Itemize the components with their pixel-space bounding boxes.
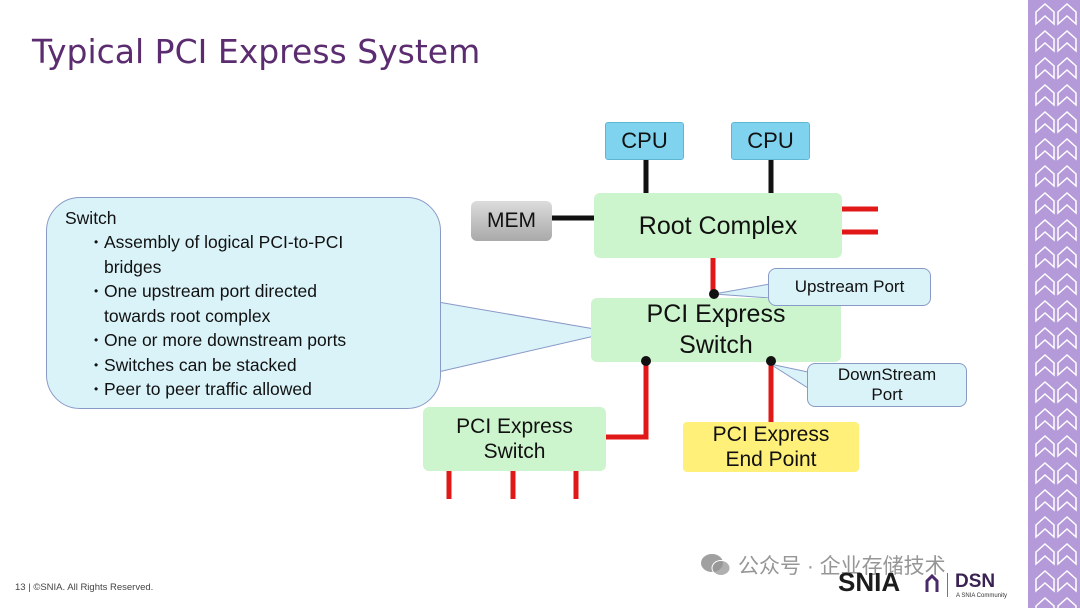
switch-lower-switch-link — [606, 362, 649, 440]
root-complex-box: Root Complex — [594, 193, 842, 258]
chevron-shape — [1057, 434, 1077, 458]
chevron-shape — [1035, 353, 1055, 377]
chevron-shape — [1035, 137, 1055, 161]
chevron-shape — [1035, 515, 1055, 539]
chevron-shape — [1057, 353, 1077, 377]
upstream-port-dot — [709, 289, 719, 299]
cpu-label-1: CPU — [621, 127, 668, 153]
chevron-shape — [1035, 542, 1055, 566]
switch-description-heading: Switch — [65, 208, 117, 228]
chevron-shape — [1057, 110, 1077, 134]
chevron-shape — [1057, 218, 1077, 242]
chevron-shape — [1035, 488, 1055, 512]
chevron-shape — [1057, 56, 1077, 80]
slide-title: Typical PCI Express System — [32, 32, 481, 71]
list-item: One upstream port directed towards root … — [94, 279, 364, 328]
list-item: Peer to peer traffic allowed — [94, 377, 422, 402]
chevron-shape — [1057, 29, 1077, 53]
chevron-shape — [1057, 272, 1077, 296]
switch-description-list: Assembly of logical PCI-to-PCI bridges O… — [65, 230, 422, 402]
chevron-shape — [1057, 407, 1077, 431]
downstream-port-dot — [641, 356, 651, 366]
pcie-switch-label-line1: PCI Express — [646, 299, 786, 328]
chevron-shape — [1057, 461, 1077, 485]
upstream-port-callout: Upstream Port — [768, 268, 931, 306]
cpu-box-2: CPU — [731, 122, 810, 160]
endpoint-label-line1: PCI Express — [712, 422, 830, 446]
chevron-shape — [1057, 596, 1077, 613]
chevron-shape — [1035, 434, 1055, 458]
downstream-port-label-line2: Port — [871, 385, 903, 404]
chat-bubble-icon — [700, 552, 732, 578]
chevron-shape — [1035, 569, 1055, 593]
chevron-shape — [1057, 83, 1077, 107]
chevron-shape — [1057, 542, 1077, 566]
chevron-pattern — [1035, 2, 1077, 613]
dsn-logo-subtitle: A SNIA Community — [956, 593, 1008, 599]
chevron-shape — [1057, 380, 1077, 404]
root-complex-label: Root Complex — [638, 211, 798, 240]
list-item: One or more downstream ports — [94, 328, 422, 353]
chevron-shape — [1057, 2, 1077, 26]
chevron-shape — [1057, 137, 1077, 161]
chevron-shape — [1035, 326, 1055, 350]
chevron-shape — [1057, 515, 1077, 539]
chevron-shape — [1035, 110, 1055, 134]
decorative-side-stripe — [1028, 0, 1080, 613]
chevron-shape — [1035, 245, 1055, 269]
snia-logo-text: SNIA — [838, 567, 901, 597]
chevron-shape — [1035, 272, 1055, 296]
chevron-shape — [1057, 569, 1077, 593]
chevron-shape — [1057, 488, 1077, 512]
chevron-shape — [1035, 461, 1055, 485]
snia-logo-icon — [925, 573, 939, 592]
chevron-shape — [1035, 596, 1055, 613]
mem-label: MEM — [487, 209, 536, 233]
chevron-shape — [1057, 245, 1077, 269]
list-item: Switches can be stacked — [94, 353, 422, 378]
chevron-shape — [1057, 164, 1077, 188]
downstream-port-dot-2 — [766, 356, 776, 366]
downstream-port-callout: DownStream Port — [807, 363, 967, 407]
chevron-shape — [1035, 29, 1055, 53]
dsn-logo-text: DSN — [955, 571, 996, 592]
chevron-shape — [1035, 2, 1055, 26]
pcie-switch-box: PCI Express Switch — [591, 298, 841, 362]
chevron-shape — [1057, 299, 1077, 323]
endpoint-label-line2: End Point — [725, 448, 817, 471]
logo-divider — [947, 573, 948, 597]
chevron-shape — [1035, 56, 1055, 80]
chevron-shape — [1057, 191, 1077, 215]
mem-box: MEM — [471, 201, 552, 241]
lower-switch-label-line2: Switch — [483, 440, 546, 463]
upstream-port-label: Upstream Port — [794, 276, 905, 296]
chevron-shape — [1035, 218, 1055, 242]
cpu-box-1: CPU — [605, 122, 684, 160]
watermark: 公众号 · 企业存储技术 — [700, 550, 946, 580]
watermark-text: 公众号 · 企业存储技术 — [738, 555, 946, 578]
chevron-shape — [1035, 407, 1055, 431]
chevron-shape — [1057, 326, 1077, 350]
lower-switch-label-line1: PCI Express — [456, 414, 573, 438]
cpu-label-2: CPU — [747, 127, 794, 153]
endpoint-box: PCI Express End Point — [683, 422, 859, 472]
downstream-port-label-line1: DownStream — [837, 364, 937, 384]
lower-switch-box: PCI Express Switch — [423, 407, 606, 471]
chevron-shape — [1035, 191, 1055, 215]
chevron-shape — [1035, 299, 1055, 323]
pcie-switch-label-line2: Switch — [679, 331, 753, 359]
slide-footer: 13 | ©SNIA. All Rights Reserved. — [15, 582, 154, 593]
chevron-shape — [1035, 164, 1055, 188]
chevron-shape — [1035, 83, 1055, 107]
list-item: Assembly of logical PCI-to-PCI bridges — [94, 230, 394, 279]
chevron-shape — [1035, 380, 1055, 404]
switch-description-callout: Switch Assembly of logical PCI-to-PCI br… — [46, 197, 441, 409]
